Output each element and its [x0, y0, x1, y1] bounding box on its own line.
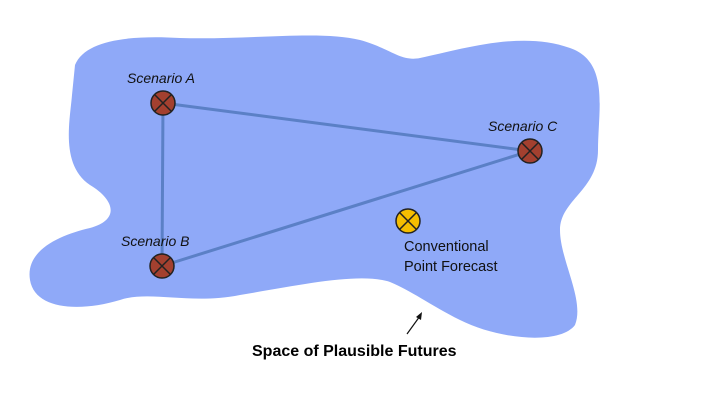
edge-a-b: [160, 102, 165, 267]
edge-b-c: [161, 149, 531, 268]
plausible-futures-region: [29, 35, 600, 338]
scenario-c-marker: [517, 138, 543, 164]
diagram-title: Space of Plausible Futures: [252, 343, 457, 360]
scenario-b-label: Scenario B: [121, 233, 190, 249]
point-forecast-line2: Point Forecast: [404, 259, 498, 275]
edge-a-c: [162, 101, 531, 153]
scenario-a-marker: [150, 90, 176, 116]
arrow-icon: [406, 312, 422, 335]
scenario-triangle: [160, 101, 531, 268]
point-forecast-label: Conventional Point Forecast: [404, 237, 498, 277]
point-forecast-line1: Conventional: [404, 239, 489, 255]
scenario-a-label: Scenario A: [127, 70, 195, 86]
scenario-c-label: Scenario C: [488, 118, 558, 134]
scenario-b-marker: [149, 253, 175, 279]
point-forecast-marker: [395, 208, 421, 234]
